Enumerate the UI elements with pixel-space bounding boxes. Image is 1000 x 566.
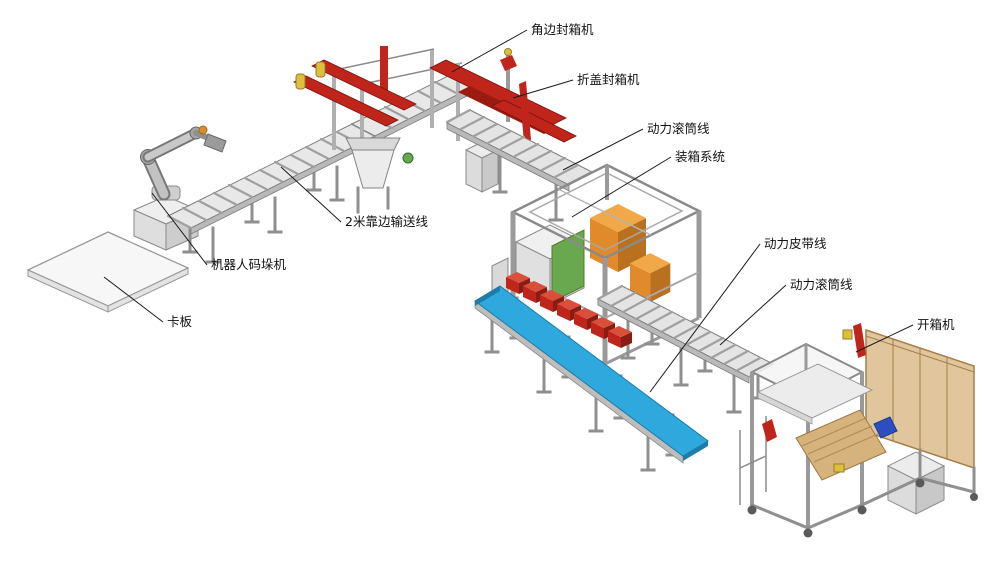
label-case-packing-system: 装箱系统 xyxy=(675,149,726,164)
label-robot-palletizer: 机器人码垛机 xyxy=(211,257,287,272)
case-erector-graphic xyxy=(739,323,978,538)
robot-palletizer-graphic xyxy=(132,125,227,251)
pallet-graphic xyxy=(26,231,190,313)
belt-conveyor-graphic xyxy=(474,257,709,472)
leader-pallet xyxy=(103,276,164,323)
infeed-conveyor-graphic xyxy=(166,122,377,264)
label-power-roller-line-upper: 动力滚筒线 xyxy=(647,121,710,136)
leader-case-erector xyxy=(855,324,914,353)
outfeed-roller-line-graphic xyxy=(445,108,594,222)
label-corner-edge-sealer: 角边封箱机 xyxy=(531,22,594,37)
leader-power-roller-line-upper xyxy=(562,128,644,171)
leader-power-roller-line-lower xyxy=(719,284,787,346)
leader-lines xyxy=(103,29,914,393)
label-flap-fold-sealer: 折盖封箱机 xyxy=(577,72,640,87)
leader-robot-palletizer xyxy=(151,192,208,266)
label-pallet: 卡板 xyxy=(167,314,193,329)
leader-corner-edge-sealer xyxy=(451,29,528,73)
leader-case-packing-system xyxy=(571,156,672,218)
label-two-meter-edge-conveyor: 2米靠边输送线 xyxy=(345,214,428,229)
power-roller-line-2-graphic xyxy=(596,284,775,414)
leader-power-belt-line xyxy=(649,243,761,393)
leader-flap-fold-sealer xyxy=(512,79,574,99)
label-power-belt-line: 动力皮带线 xyxy=(764,236,827,251)
leader-two-meter-conveyor xyxy=(280,166,342,223)
label-case-erector: 开箱机 xyxy=(917,317,955,332)
label-power-roller-line-lower: 动力滚筒线 xyxy=(790,277,853,292)
corner-sealer-graphic xyxy=(293,46,477,214)
